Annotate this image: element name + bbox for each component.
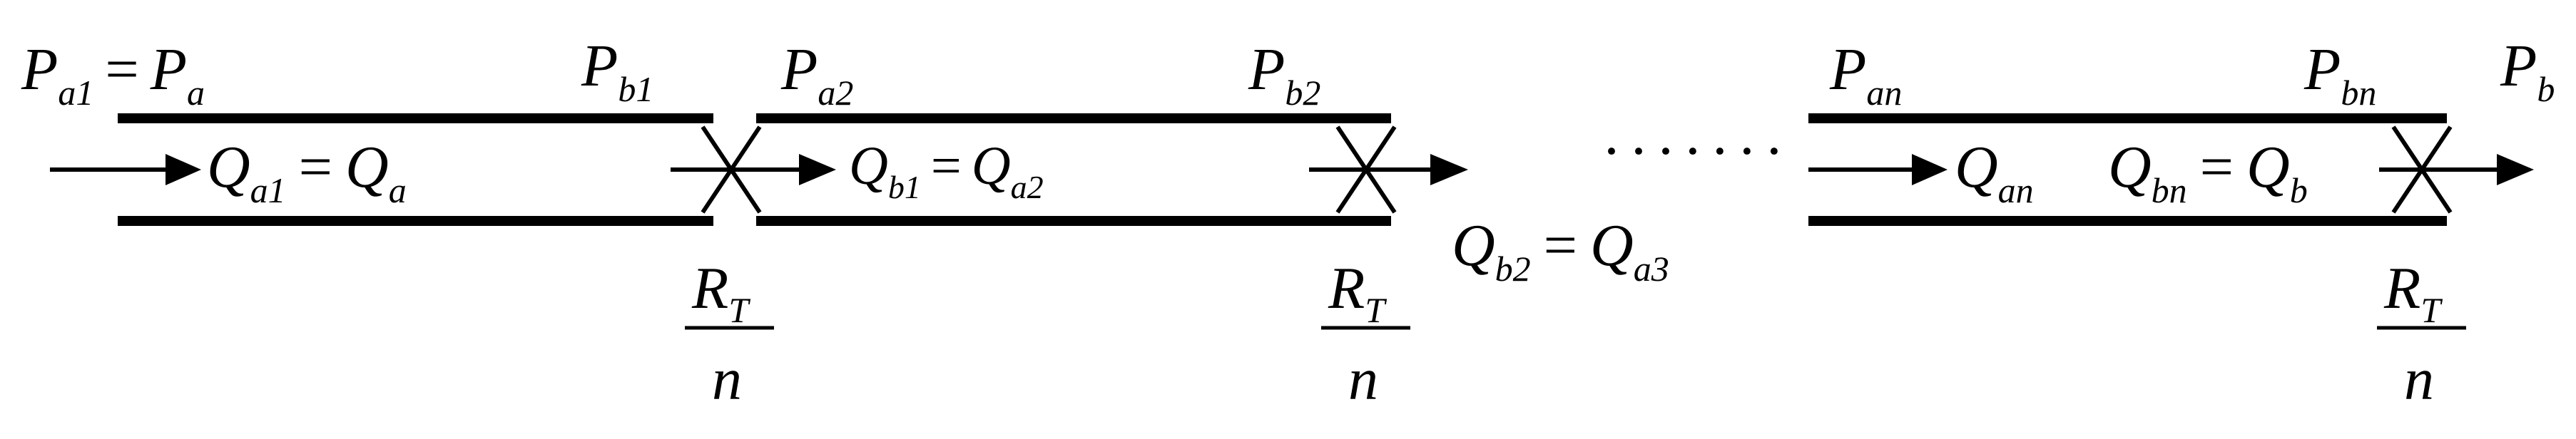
svg-text:n: n [712,346,742,413]
segment-2-inlet-pressure-label: Pa2 [780,36,853,113]
segment-1-outlet-pressure-label: Pb1 [581,33,653,109]
pressure-subscript: a1 [58,73,93,113]
outlet-flow-arrow [2379,154,2534,185]
intermediate-flow-equation: Qb2=Qa3 [1452,212,1669,289]
pressure-subscript: a [187,73,205,113]
segment-n-inlet-pressure-label: Pan [1829,36,1902,113]
pipe-walls [118,113,2447,226]
valve-2-outlet-flow-arrow [1309,154,1468,185]
segment-1-flow-equation: Qa1=Qa [207,134,407,210]
segment-n-inlet-flow-label: Qan [1955,134,2034,210]
svg-text:n: n [1348,346,1378,413]
svg-text:n: n [2404,346,2434,413]
omitted-segments-ellipsis: ······· [1602,118,1791,185]
valve-n-resistance-fraction: RT n [2377,255,2466,413]
svg-text:RT: RT [2383,255,2443,330]
segment-2-outlet-pressure-label: Pb2 [1248,36,1320,113]
segment-n-inlet-flow-arrow [1808,154,1948,185]
svg-text:RT: RT [691,255,750,330]
flow-arrows [50,154,2534,185]
valves [701,125,2453,214]
svg-text:RT: RT [1328,255,1387,330]
valve-1-outlet-flow-arrow [671,154,836,185]
equals-sign: = [105,36,138,103]
segment-n-outlet-pressure-label: Pbn [2303,36,2376,113]
inlet-flow-arrow [50,154,201,185]
segment-1-inlet-pressure-equation: Pa1=Pa [21,36,205,113]
segment-n-outlet-flow-equation: Qbn=Qb [2108,134,2308,210]
valve-2-resistance-fraction: RT n [1321,255,1410,413]
segment-2-flow-equation: Qb1=Qa2 [849,136,1044,205]
pressure-symbol: P [21,36,58,103]
valve-1-resistance-fraction: RT n [685,255,774,413]
pressure-symbol: P [150,36,187,103]
outlet-pressure-label: Pb [2500,33,2555,109]
